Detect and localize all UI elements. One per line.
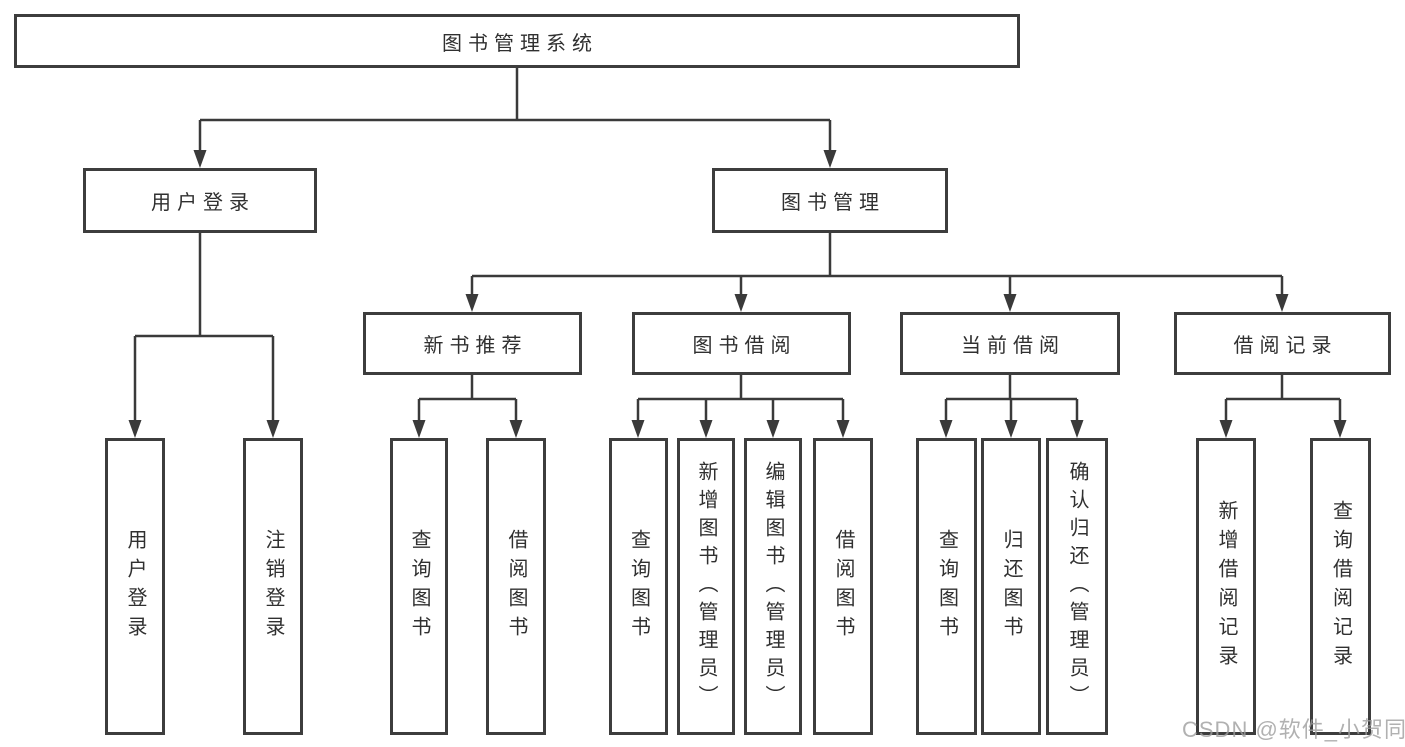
edge-root-to-level2 bbox=[198, 68, 832, 152]
node-leaf-query-books-recommend: 查询图书 bbox=[390, 438, 448, 735]
node-user-login: 用户登录 bbox=[83, 168, 317, 233]
arrowhead bbox=[766, 420, 780, 438]
node-leaf-return-books-label: 归还图书 bbox=[1000, 528, 1022, 645]
arrowhead bbox=[1333, 420, 1347, 438]
node-root-label: 图书管理系统 bbox=[442, 32, 598, 55]
arrowhead bbox=[836, 420, 850, 438]
node-current-borrow-label: 当前借阅 bbox=[961, 335, 1065, 357]
arrowhead bbox=[1003, 294, 1017, 312]
node-book-borrow: 图书借阅 bbox=[632, 312, 851, 375]
arrowhead bbox=[939, 420, 953, 438]
arrowhead bbox=[1275, 294, 1289, 312]
node-leaf-logout: 注销登录 bbox=[243, 438, 303, 735]
edge-userlogin-to-leaves bbox=[133, 233, 275, 424]
node-leaf-edit-book-admin-label: 编辑图书（管理员） bbox=[762, 460, 784, 713]
tree-edges bbox=[133, 68, 1342, 424]
node-borrow-records-label: 借阅记录 bbox=[1233, 335, 1338, 357]
arrowhead bbox=[1004, 420, 1018, 438]
node-book-management: 图书管理 bbox=[712, 168, 948, 233]
arrowhead bbox=[1070, 420, 1084, 438]
node-current-borrow: 当前借阅 bbox=[900, 312, 1120, 375]
node-book-borrow-label: 图书借阅 bbox=[692, 335, 797, 357]
node-leaf-confirm-return-admin: 确认归还（管理员） bbox=[1046, 438, 1108, 735]
arrowhead bbox=[266, 420, 280, 438]
watermark-text: CSDN @软件_小贺同学 bbox=[1182, 717, 1405, 742]
arrowheads bbox=[128, 150, 1347, 438]
node-leaf-add-book-admin-label: 新增图书（管理员） bbox=[695, 460, 717, 713]
node-leaf-logout-label: 注销登录 bbox=[262, 528, 284, 645]
node-leaf-borrow-books-recommend-label: 借阅图书 bbox=[505, 528, 527, 645]
node-leaf-query-books-current: 查询图书 bbox=[916, 438, 977, 735]
node-new-book-recommend: 新书推荐 bbox=[363, 312, 582, 375]
node-leaf-query-books-recommend-label: 查询图书 bbox=[408, 528, 430, 645]
arrowhead bbox=[734, 294, 748, 312]
arrowhead bbox=[823, 150, 837, 168]
arrowhead bbox=[509, 420, 523, 438]
node-leaf-borrow-books-recommend: 借阅图书 bbox=[486, 438, 546, 735]
arrowhead bbox=[193, 150, 207, 168]
node-root: 图书管理系统 bbox=[14, 14, 1020, 68]
node-leaf-borrow-books: 借阅图书 bbox=[813, 438, 873, 735]
node-leaf-user-login: 用户登录 bbox=[105, 438, 165, 735]
edge-newbook-to-leaves bbox=[417, 375, 518, 424]
node-borrow-records: 借阅记录 bbox=[1174, 312, 1391, 375]
arrowhead bbox=[412, 420, 426, 438]
node-leaf-return-books: 归还图书 bbox=[981, 438, 1041, 735]
node-leaf-query-books-borrow-label: 查询图书 bbox=[627, 528, 650, 645]
node-leaf-add-borrow-record-label: 新增借阅记录 bbox=[1215, 499, 1237, 674]
node-leaf-user-login-label: 用户登录 bbox=[124, 528, 146, 645]
edge-bookmgmt-to-level3 bbox=[470, 233, 1284, 298]
node-leaf-query-books-borrow: 查询图书 bbox=[609, 438, 668, 735]
node-book-management-label: 图书管理 bbox=[781, 192, 885, 214]
node-leaf-add-book-admin: 新增图书（管理员） bbox=[677, 438, 735, 735]
node-leaf-edit-book-admin: 编辑图书（管理员） bbox=[744, 438, 802, 735]
edge-currentborrow-to-leaves bbox=[944, 375, 1079, 424]
edge-bookborrow-to-leaves bbox=[636, 375, 845, 424]
node-user-login-label: 用户登录 bbox=[151, 192, 255, 214]
node-new-book-recommend-label: 新书推荐 bbox=[423, 335, 528, 357]
node-leaf-query-borrow-record: 查询借阅记录 bbox=[1310, 438, 1371, 735]
arrowhead bbox=[699, 420, 713, 438]
arrowhead bbox=[1219, 420, 1233, 438]
node-leaf-confirm-return-admin-label: 确认归还（管理员） bbox=[1066, 460, 1088, 713]
arrowhead bbox=[128, 420, 142, 438]
arrowhead bbox=[631, 420, 645, 438]
node-leaf-borrow-books-label: 借阅图书 bbox=[832, 528, 854, 645]
edge-records-to-leaves bbox=[1224, 375, 1342, 424]
node-leaf-add-borrow-record: 新增借阅记录 bbox=[1196, 438, 1256, 735]
node-leaf-query-borrow-record-label: 查询借阅记录 bbox=[1329, 499, 1352, 674]
node-leaf-query-books-current-label: 查询图书 bbox=[935, 528, 958, 645]
arrowhead bbox=[465, 294, 479, 312]
